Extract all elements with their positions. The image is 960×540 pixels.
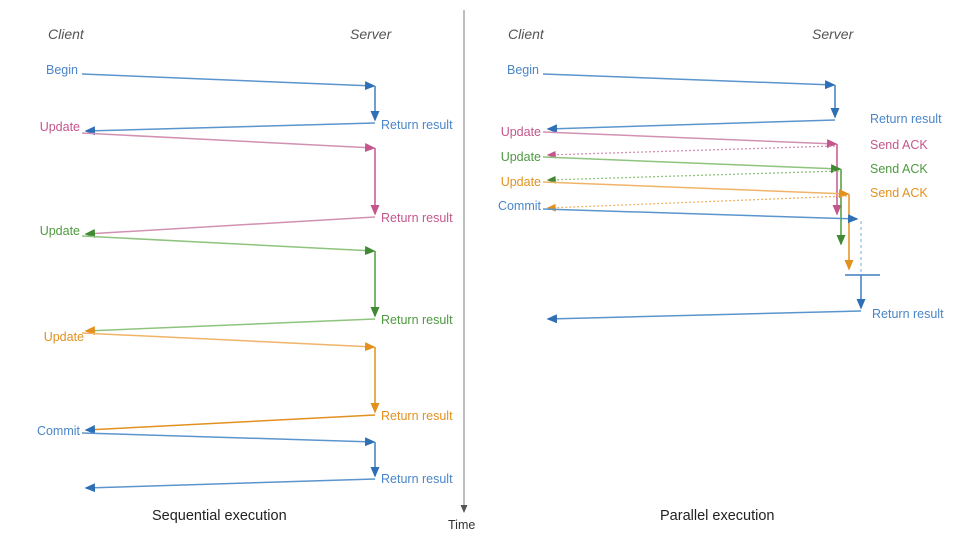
seq-label-begin: Begin (46, 63, 78, 77)
par-label-return-2: Return result (872, 307, 944, 321)
p-arrow-ack-2 (546, 170, 840, 184)
seq-label-return-2: Return result (381, 211, 453, 225)
seq-label-return-1: Return result (381, 118, 453, 132)
arrow-begin (81, 73, 376, 91)
seq-label-return-5: Return result (381, 472, 453, 486)
seq-actor-server: Server (350, 26, 392, 42)
p-arrow-ack-3 (546, 195, 848, 212)
par-label-update-1: Update (500, 125, 541, 139)
par-label-return-1: Return result (870, 112, 942, 126)
seq-label-return-3: Return result (381, 313, 453, 327)
p-arrow-commit (542, 208, 859, 224)
arrow-return-2 (84, 216, 376, 238)
arrow-return-4 (84, 414, 376, 435)
arrow-return-3 (84, 318, 376, 336)
par-caption: Parallel execution (660, 508, 775, 524)
seq-label-update-2: Update (39, 224, 80, 238)
sequential-panel-arrows (81, 73, 380, 493)
par-label-ack-3: Send ACK (870, 186, 928, 200)
time-axis-arrowhead (460, 505, 468, 513)
par-label-update-2: Update (500, 150, 541, 164)
p-arrow-begin (542, 73, 836, 90)
arrow-update-3 (81, 332, 376, 352)
p-arrow-return-2 (546, 310, 862, 324)
seq-label-return-4: Return result (381, 409, 453, 423)
arrow-update-2 (81, 235, 376, 256)
arrow-update-1 (81, 132, 376, 153)
par-label-ack-2: Send ACK (870, 162, 928, 176)
seq-label-update-3: Update (43, 330, 84, 344)
p-arrow-return-1 (546, 119, 836, 134)
p-arrow-ack-1 (546, 145, 836, 159)
par-label-commit: Commit (497, 199, 541, 213)
par-label-begin: Begin (507, 63, 539, 77)
par-actor-client: Client (508, 26, 544, 42)
p-arrow-update-2 (542, 156, 842, 174)
p-arrow-update-3 (542, 181, 850, 199)
seq-caption: Sequential execution (152, 508, 287, 524)
par-label-update-3: Update (500, 175, 541, 189)
p-arrow-update-1 (542, 131, 838, 149)
par-actor-server: Server (812, 26, 854, 42)
seq-label-commit: Commit (36, 424, 80, 438)
seq-label-update-1: Update (39, 120, 80, 134)
arrow-commit (81, 432, 376, 447)
par-label-ack-1: Send ACK (870, 138, 928, 152)
seq-actor-client: Client (48, 26, 84, 42)
arrow-return-1 (84, 122, 376, 136)
arrow-return-5 (84, 478, 376, 493)
time-axis-label: Time (448, 518, 476, 532)
parallel-panel-arrows (542, 73, 880, 324)
